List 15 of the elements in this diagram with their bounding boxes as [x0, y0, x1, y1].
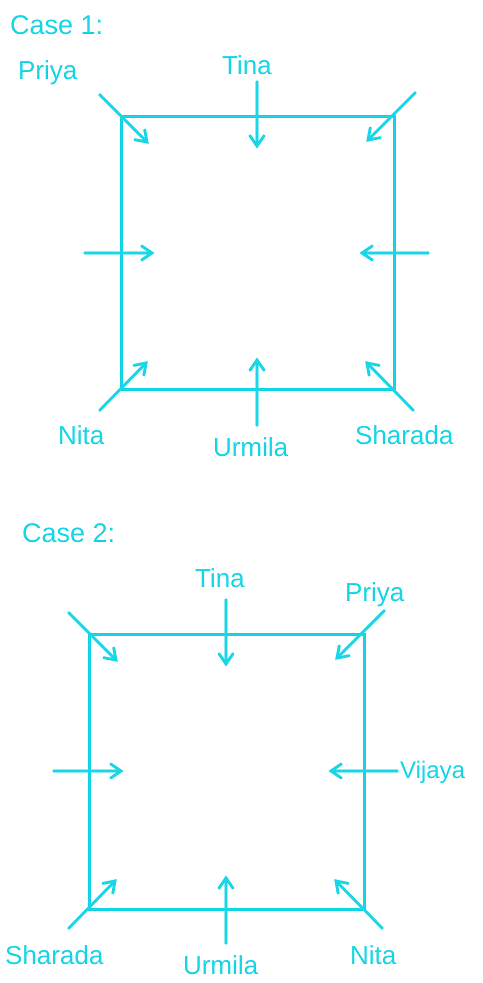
person-name: Urmila	[213, 434, 288, 460]
person-name: Sharada	[5, 942, 104, 968]
person-name: Priya	[18, 57, 78, 83]
person-name: Tina	[195, 565, 245, 591]
person-name: Vijaya	[400, 759, 465, 783]
person-name: Sharada	[355, 422, 454, 448]
case-heading: Case 1:	[10, 12, 104, 39]
person-name: Nita	[58, 422, 104, 448]
person-name: Tina	[222, 52, 272, 78]
person-name: Nita	[350, 942, 396, 968]
person-name: Priya	[345, 579, 404, 605]
square-outline	[88, 633, 366, 911]
case-heading: Case 2:	[22, 520, 116, 547]
person-name: Urmila	[183, 952, 258, 978]
square-outline	[120, 115, 396, 391]
